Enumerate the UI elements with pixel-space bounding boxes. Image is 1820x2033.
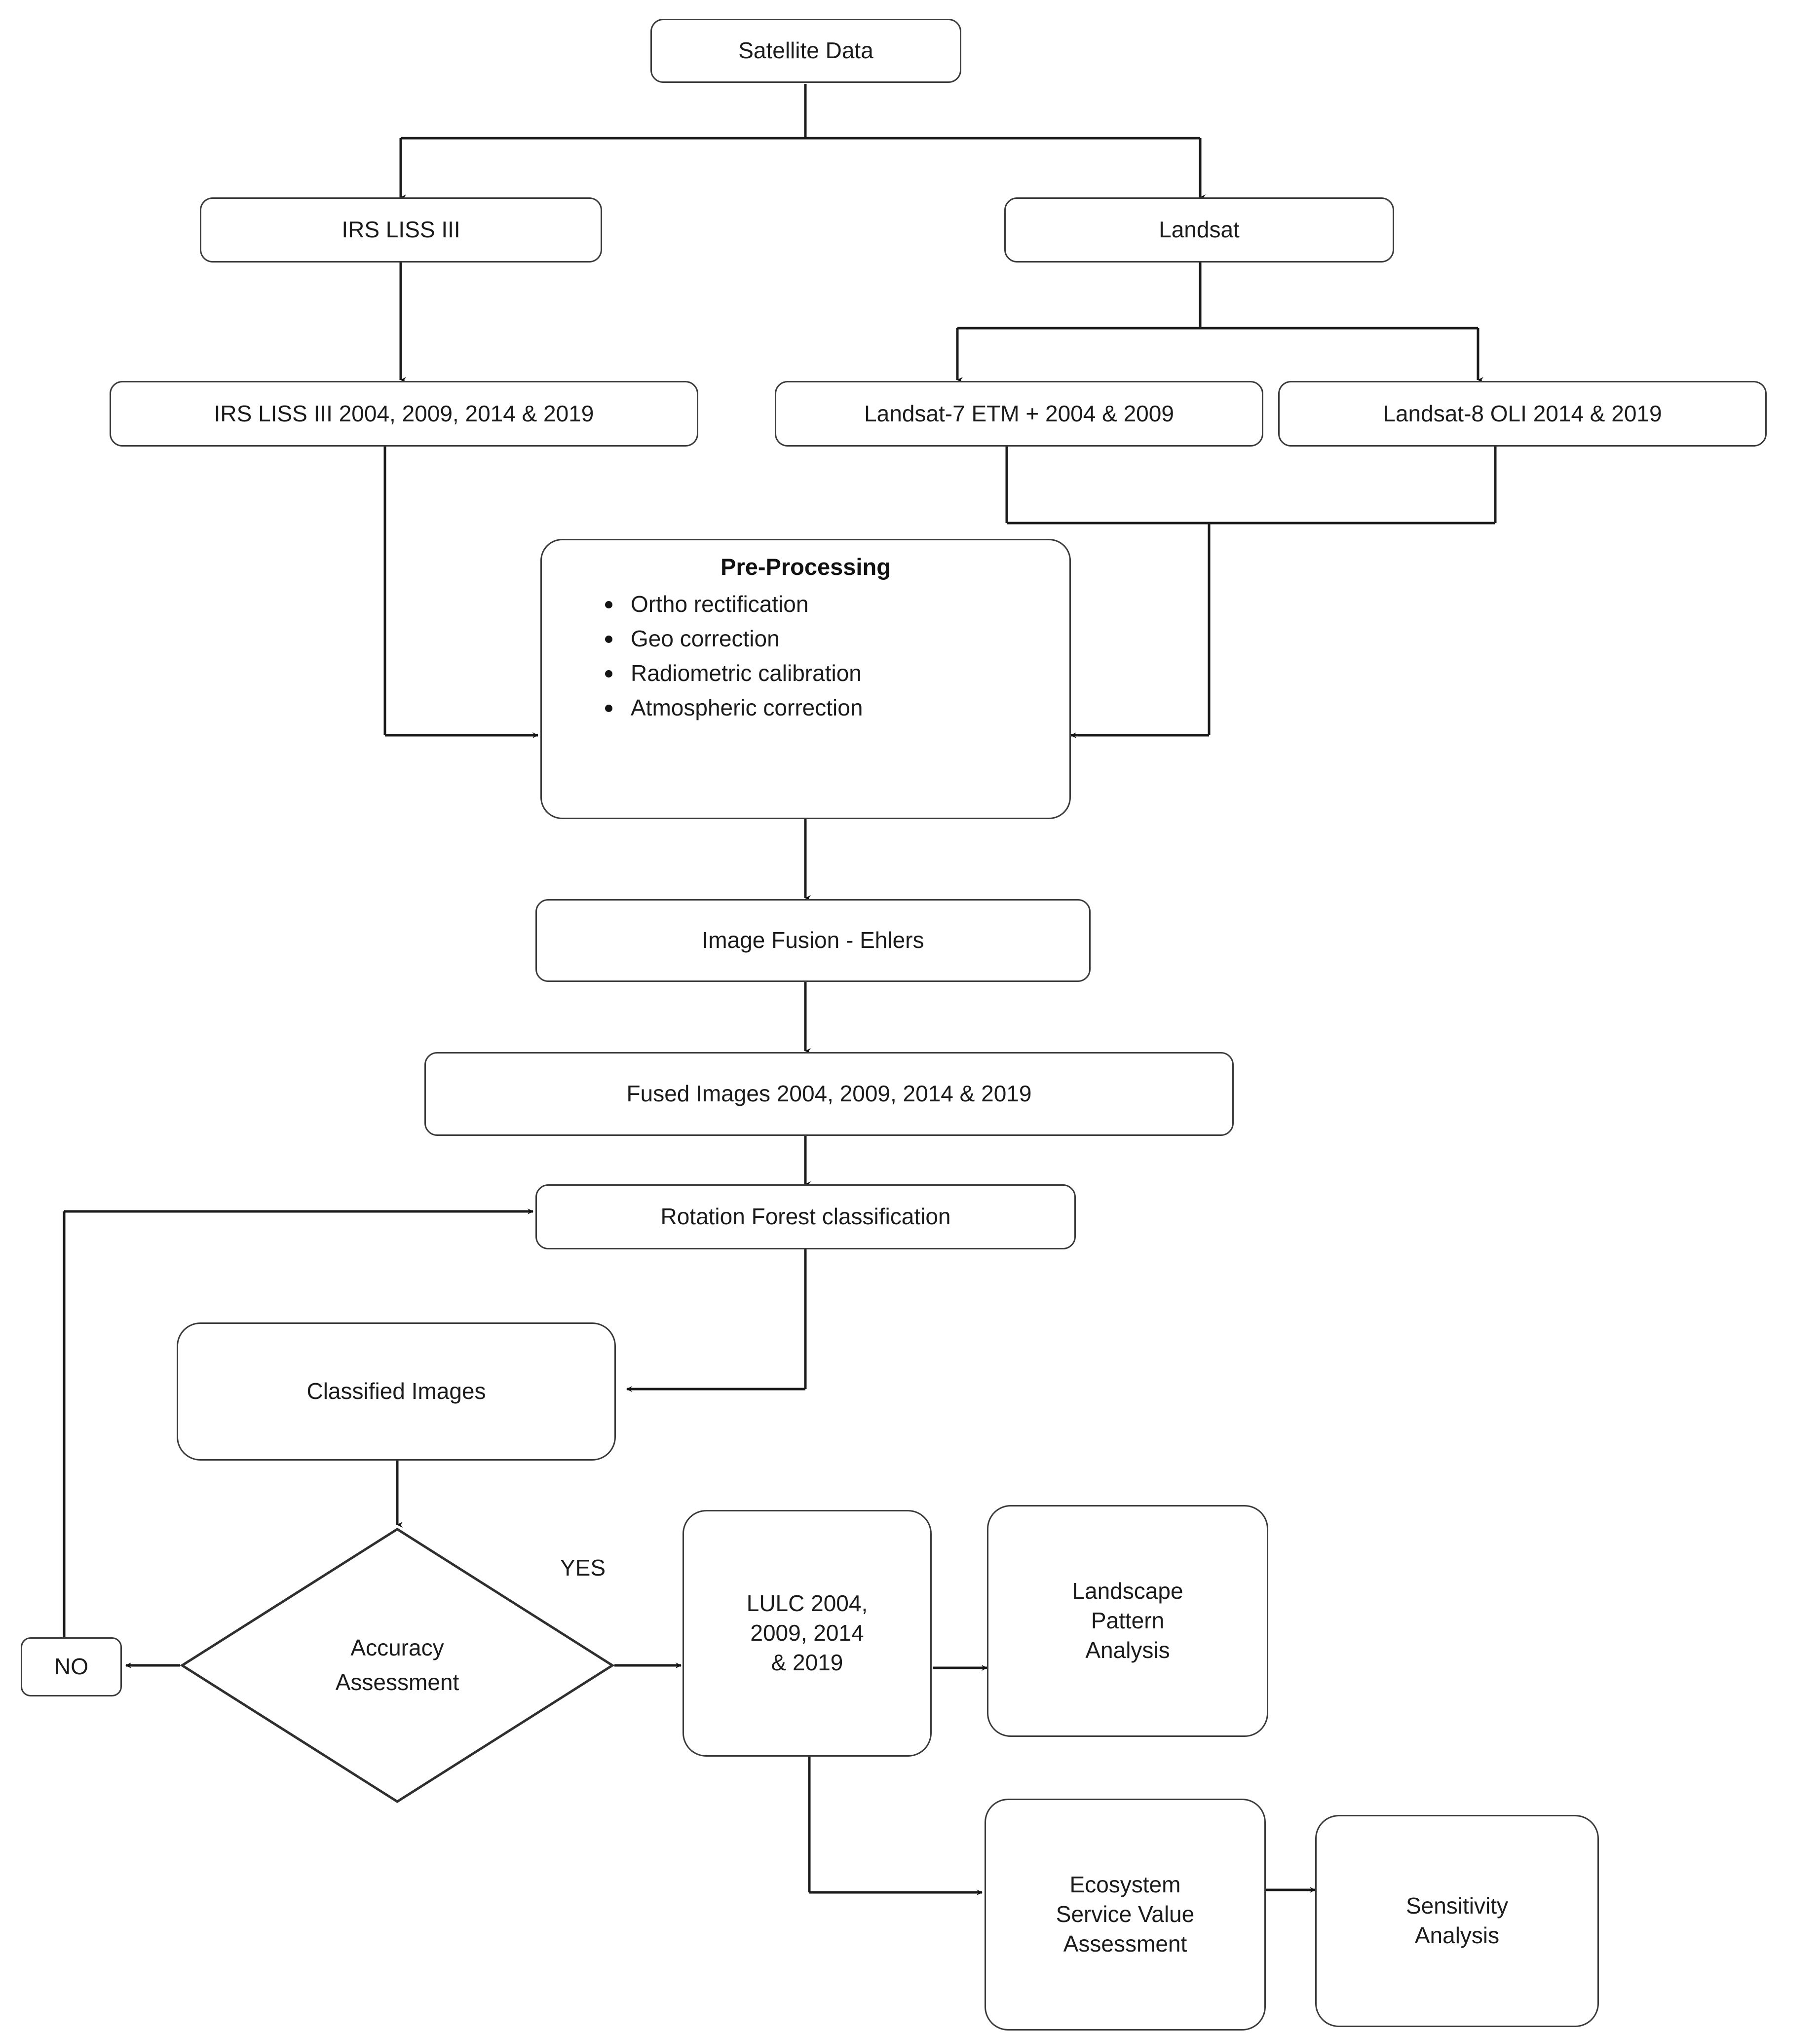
accuracy-assessment-line1: Accuracy	[350, 1635, 444, 1661]
node-landscape-line2: Pattern	[1091, 1608, 1165, 1634]
node-classified-images[interactable]: Classified Images	[177, 1322, 616, 1461]
node-accuracy-assessment[interactable]: Accuracy Assessment	[180, 1527, 614, 1804]
node-classified-images-label: Classified Images	[306, 1378, 486, 1404]
node-landsat8-label: Landsat-8 OLI 2014 & 2019	[1383, 400, 1662, 426]
node-landsat7[interactable]: Landsat-7 ETM + 2004 & 2009	[775, 381, 1263, 447]
node-landsat8[interactable]: Landsat-8 OLI 2014 & 2019	[1278, 381, 1767, 447]
node-preprocessing[interactable]: Pre-Processing Ortho rectification Geo c…	[540, 539, 1071, 819]
node-preprocessing-title: Pre-Processing	[720, 554, 891, 580]
node-ecosystem-line3: Assessment	[1063, 1930, 1187, 1957]
edge-label-yes: YES	[560, 1555, 606, 1581]
preprocessing-list: Ortho rectification Geo correction Radio…	[557, 587, 1055, 725]
node-lulc-line3: & 2019	[771, 1649, 843, 1675]
node-landscape-line1: Landscape	[1072, 1578, 1183, 1604]
node-lulc[interactable]: LULC 2004, 2009, 2014 & 2019	[682, 1510, 932, 1757]
node-image-fusion-label: Image Fusion - Ehlers	[702, 927, 924, 953]
preprocessing-item: Radiometric calibration	[605, 656, 1055, 691]
preprocessing-item: Atmospheric correction	[605, 691, 1055, 725]
node-landsat-label: Landsat	[1159, 217, 1240, 243]
preprocessing-item: Geo correction	[605, 622, 1055, 656]
node-landsat7-label: Landsat-7 ETM + 2004 & 2009	[864, 400, 1174, 426]
node-rotation-forest-label: Rotation Forest classification	[660, 1204, 951, 1230]
node-irs-liss-iii-label: IRS LISS III	[341, 217, 460, 243]
node-fused-images[interactable]: Fused Images 2004, 2009, 2014 & 2019	[424, 1052, 1234, 1136]
node-landscape-line3: Analysis	[1085, 1637, 1170, 1663]
node-rotation-forest[interactable]: Rotation Forest classification	[535, 1184, 1076, 1249]
node-sensitivity-line2: Analysis	[1414, 1922, 1500, 1948]
node-satellite-data-label: Satellite Data	[738, 38, 873, 64]
node-irs-liss-iii-years[interactable]: IRS LISS III 2004, 2009, 2014 & 2019	[110, 381, 698, 447]
node-ecosystem-line1: Ecosystem	[1069, 1872, 1181, 1898]
node-sensitivity-line1: Sensitivity	[1405, 1893, 1509, 1919]
node-lulc-line2: 2009, 2014	[750, 1620, 864, 1646]
node-ecosystem-service-value-assessment[interactable]: Ecosystem Service Value Assessment	[985, 1799, 1266, 2031]
node-no-label: NO	[54, 1654, 88, 1680]
node-satellite-data[interactable]: Satellite Data	[650, 19, 961, 83]
accuracy-assessment-text: Accuracy Assessment	[180, 1527, 614, 1804]
preprocessing-item: Ortho rectification	[605, 587, 1055, 622]
node-image-fusion[interactable]: Image Fusion - Ehlers	[535, 899, 1091, 982]
diamond-shape	[180, 1528, 614, 1803]
node-lulc-line1: LULC 2004,	[746, 1590, 868, 1617]
node-fused-images-label: Fused Images 2004, 2009, 2014 & 2019	[626, 1081, 1032, 1107]
node-irs-liss-iii[interactable]: IRS LISS III	[200, 197, 602, 263]
node-ecosystem-line2: Service Value	[1056, 1901, 1195, 1927]
node-landscape-pattern-analysis[interactable]: Landscape Pattern Analysis	[987, 1505, 1268, 1737]
accuracy-assessment-line2: Assessment	[335, 1669, 459, 1695]
node-irs-liss-iii-years-label: IRS LISS III 2004, 2009, 2014 & 2019	[214, 400, 594, 426]
node-sensitivity-analysis[interactable]: Sensitivity Analysis	[1315, 1815, 1599, 2027]
node-landsat[interactable]: Landsat	[1004, 197, 1394, 263]
node-no[interactable]: NO	[21, 1637, 122, 1696]
